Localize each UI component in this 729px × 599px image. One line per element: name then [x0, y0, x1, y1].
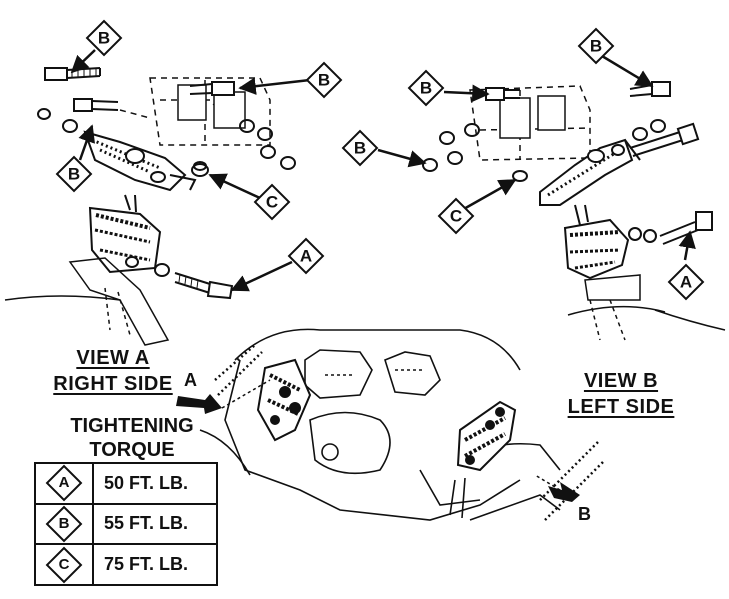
view-a-arrow-letter: A	[184, 370, 197, 390]
torque-title: TIGHTENING TORQUE	[42, 414, 222, 462]
callout-b-diamond: B	[407, 69, 445, 107]
installed-mount-left	[456, 400, 517, 472]
bolt-icon	[189, 81, 235, 96]
view-b-side: LEFT SIDE	[567, 396, 675, 418]
nut-icon	[191, 161, 209, 177]
callout-b-diamond: B	[305, 61, 343, 99]
callout-b-diamond: B	[341, 129, 379, 167]
svg-text:B: B	[98, 29, 110, 48]
view-a-title: VIEW A	[76, 347, 150, 369]
svg-text:A: A	[300, 247, 312, 266]
torque-symbol-cell: A	[34, 462, 94, 505]
svg-text:C: C	[266, 193, 278, 212]
engine-assembly	[199, 328, 606, 521]
callout-c-diamond: C	[437, 197, 475, 235]
callout-b-diamond: B	[85, 19, 123, 57]
svg-text:B: B	[354, 139, 366, 158]
view-a-side: RIGHT SIDE	[53, 373, 173, 395]
bolt-icon	[485, 87, 520, 101]
torque-value-cell: 75 FT. LB.	[92, 543, 218, 586]
lower-mount-insulator	[563, 204, 657, 280]
bolt-icon	[659, 211, 713, 245]
table-row: A 50 FT. LB.	[34, 462, 218, 505]
table-row: B 55 FT. LB.	[34, 502, 218, 546]
torque-value-cell: 50 FT. LB.	[92, 462, 218, 505]
view-a-label: VIEW A RIGHT SIDE	[48, 345, 178, 397]
svg-text:B: B	[590, 37, 602, 56]
callout-c-diamond: C	[253, 183, 291, 221]
engine-block-face	[499, 95, 566, 139]
torque-title-line1: TIGHTENING	[70, 415, 194, 437]
lower-mount-insulator	[88, 194, 162, 274]
view-a-arrow	[176, 379, 271, 414]
svg-text:A: A	[680, 273, 692, 292]
view-b-arrow-letter: B	[578, 504, 591, 524]
table-row: C 75 FT. LB.	[34, 543, 218, 586]
right-side-exploded-parts	[4, 67, 296, 346]
bolt-icon	[154, 263, 234, 300]
torque-value-cell: 55 FT. LB.	[92, 502, 218, 546]
installed-mount-right	[256, 358, 312, 442]
leader-lines	[70, 49, 696, 292]
svg-text:B: B	[420, 79, 432, 98]
callout-b-diamond: B	[45, 505, 83, 543]
frame-bracket	[4, 257, 170, 346]
torque-symbol-cell: C	[34, 543, 94, 586]
torque-symbol-cell: B	[34, 502, 94, 546]
callout-a-diamond: A	[287, 237, 325, 275]
bolt-icon	[629, 122, 700, 157]
svg-text:B: B	[318, 71, 330, 90]
mount-bracket	[83, 130, 197, 192]
nut-icon	[422, 119, 666, 182]
mount-bracket	[539, 138, 641, 206]
bolt-icon	[73, 98, 119, 112]
torque-title-line2: TORQUE	[89, 439, 175, 461]
bolt-icon	[44, 67, 101, 81]
callout-c-diamond: C	[45, 546, 83, 584]
callout-b-diamond: B	[55, 155, 93, 193]
callout-a-diamond: A	[45, 464, 83, 502]
torque-table: A 50 FT. LB. B 55 FT. LB. C 75 FT. LB.	[34, 462, 218, 586]
frame-bracket	[567, 274, 726, 341]
view-b-title: VIEW B	[583, 370, 659, 392]
washer-icon	[37, 108, 78, 133]
svg-text:B: B	[68, 165, 80, 184]
callout-a-diamond: A	[667, 263, 705, 301]
view-b-arrow	[534, 474, 580, 502]
bolt-icon	[629, 81, 671, 97]
view-b-label: VIEW B LEFT SIDE	[566, 368, 676, 420]
nut-icon	[239, 119, 296, 170]
svg-text:C: C	[450, 207, 462, 226]
callout-b-diamond: B	[577, 27, 615, 65]
